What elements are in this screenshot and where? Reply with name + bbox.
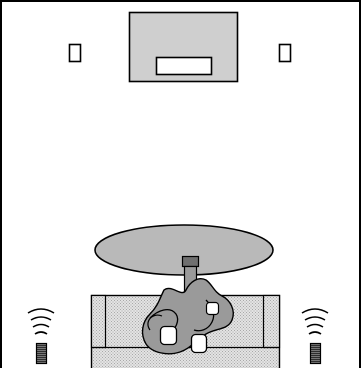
speaker-body <box>35 342 48 365</box>
surround-left-speaker <box>27 308 55 365</box>
sound-wave-icon <box>306 323 324 328</box>
sofa-arm-right <box>262 294 281 349</box>
front-left-speaker <box>68 43 82 63</box>
surround-right-speaker <box>301 308 329 365</box>
listener-hand-left <box>159 325 178 346</box>
front-right-speaker <box>278 43 292 63</box>
listener-leg <box>147 314 163 331</box>
sound-wave-icon <box>308 331 322 335</box>
speaker-body <box>309 342 322 365</box>
sound-wave-icon <box>301 308 329 314</box>
listener-figure <box>141 278 234 355</box>
lamp-shade <box>181 255 200 268</box>
sofa-arm-left <box>90 294 107 349</box>
listener-knee <box>205 301 220 316</box>
sound-wave-icon <box>34 331 48 335</box>
sound-wave-icon <box>30 316 52 321</box>
center-display <box>128 11 239 83</box>
center-speaker <box>155 56 213 76</box>
sound-wave-icon <box>304 316 326 321</box>
sound-wave-icon <box>27 308 55 314</box>
listener-hand-right <box>190 333 208 354</box>
sound-wave-icon <box>32 323 50 328</box>
